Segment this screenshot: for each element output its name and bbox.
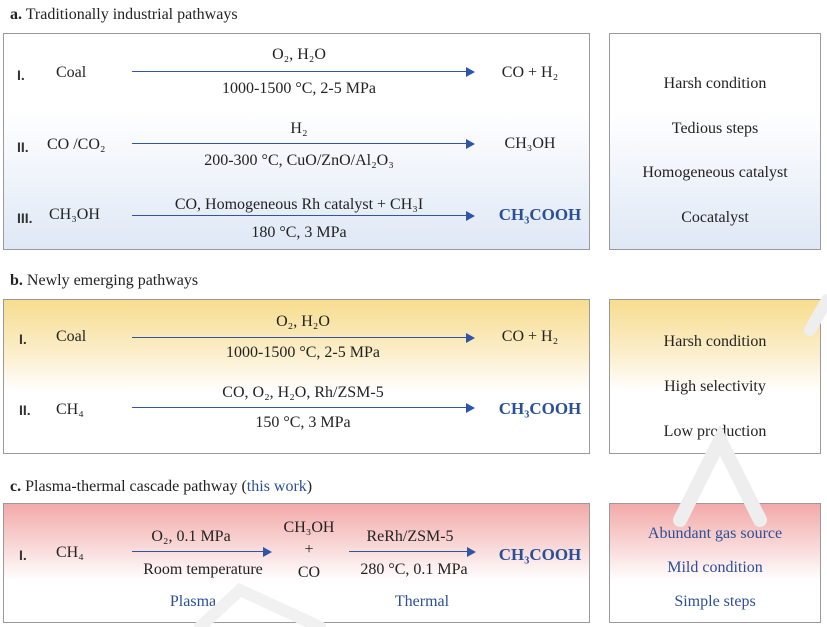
c-feature-2: Mild condition [667,559,763,576]
a-row1-number: I. [17,67,25,83]
a-row1-reactant: Coal [56,64,87,81]
c-step1-label: Plasma [169,593,217,610]
b-row2-reactant: CH₄ [56,401,84,418]
b-feature-3: Low production [663,423,767,440]
b-row1-product: CO + H₂ [501,328,559,345]
b-row1-number: I. [19,331,27,347]
b-row1-reactant: Coal [56,328,87,345]
b-row2-condition-top: CO, O₂, H₂O, Rh/ZSM-5 [222,384,384,401]
section-c-text: Plasma-thermal cascade pathway ( [25,478,247,495]
panel-c-features: Abundant gas source Mild condition Simpl… [609,503,821,623]
b-row2-arrow [132,402,475,413]
b-row2-product: CH₃COOH [498,399,582,418]
b-row2-number: II. [19,402,31,418]
a-row3-condition-top: CO, Homogeneous Rh catalyst + CH₃I [174,196,424,213]
panel-b-reactions: I. Coal O₂, H₂O 1000-1500 °C, 2-5 MPa CO… [3,299,590,454]
a-feature-4: Cocatalyst [681,209,749,226]
section-a-text: Traditionally industrial pathways [25,6,238,23]
panel-b-features: Harsh condition High selectivity Low pro… [609,299,821,454]
c-step1-condition-bottom: Room temperature [143,561,263,578]
a-row2-reactant: CO /CO₂ [47,136,106,153]
section-b-text: Newly emerging pathways [26,272,199,289]
c-step2-arrow [349,546,476,557]
b-feature-1: Harsh condition [663,333,767,350]
section-c-label: c. [10,478,22,495]
section-a-title: a. Traditionally industrial pathways [10,6,238,24]
a-row1-product: CO + H₂ [501,64,559,81]
a-row2-condition-top: H₂ [290,120,308,137]
b-feature-2: High selectivity [664,378,766,395]
a-feature-3: Homogeneous catalyst [642,164,788,181]
c-step1-condition-top: O₂, 0.1 MPa [151,528,231,545]
c-intermediate-bottom: CO [297,564,321,581]
section-c-highlight: this work [246,478,307,495]
a-row3-arrow [132,210,475,221]
c-step1-arrow [132,546,272,557]
c-row1-reactant: CH₄ [56,544,84,561]
a-row2-number: II. [17,139,29,155]
section-c-text-end: ) [306,478,313,495]
a-row3-reactant: CH₃OH [49,206,100,223]
a-row3-number: III. [17,210,33,226]
c-row1-product: CH₃COOH [498,545,582,564]
section-a-label: a. [10,6,22,23]
b-row1-condition-bottom: 1000-1500 °C, 2-5 MPa [226,344,380,361]
section-c-title: c. Plasma-thermal cascade pathway (this … [10,478,312,496]
c-step2-condition-top: ReRh/ZSM-5 [366,528,454,545]
panel-c-reactions: I. CH₄ O₂, 0.1 MPa Room temperature Plas… [3,503,590,623]
a-row1-arrow [132,66,475,77]
c-step2-label: Thermal [394,593,450,610]
a-feature-1: Harsh condition [663,75,767,92]
b-row1-arrow [132,332,475,343]
a-row2-product: CH₃OH [504,135,556,152]
b-row1-condition-top: O₂, H₂O [276,313,330,330]
panel-a-reactions: I. Coal O₂, H₂O 1000-1500 °C, 2-5 MPa CO… [3,33,590,250]
a-row1-condition-bottom: 1000-1500 °C, 2-5 MPa [222,80,376,97]
c-feature-1: Abundant gas source [647,525,783,542]
a-row2-condition-bottom: 200-300 °C, CuO/ZnO/Al₂O₃ [204,152,394,169]
c-intermediate-top: CH₃OH [283,519,335,536]
c-row1-number: I. [19,547,27,563]
a-feature-2: Tedious steps [671,120,759,137]
c-intermediate-plus: + [304,541,314,558]
section-b-label: b. [10,272,23,289]
b-row2-condition-bottom: 150 °C, 3 MPa [255,414,351,431]
a-row2-arrow [132,138,475,149]
panel-a-features: Harsh condition Tedious steps Homogeneou… [609,33,821,250]
a-row1-condition-top: O₂, H₂O [272,46,326,63]
section-b-title: b. Newly emerging pathways [10,272,198,290]
c-feature-3: Simple steps [674,593,756,610]
a-row3-condition-bottom: 180 °C, 3 MPa [251,224,347,241]
a-row3-product: CH₃COOH [498,205,582,224]
c-step2-condition-bottom: 280 °C, 0.1 MPa [360,561,468,578]
